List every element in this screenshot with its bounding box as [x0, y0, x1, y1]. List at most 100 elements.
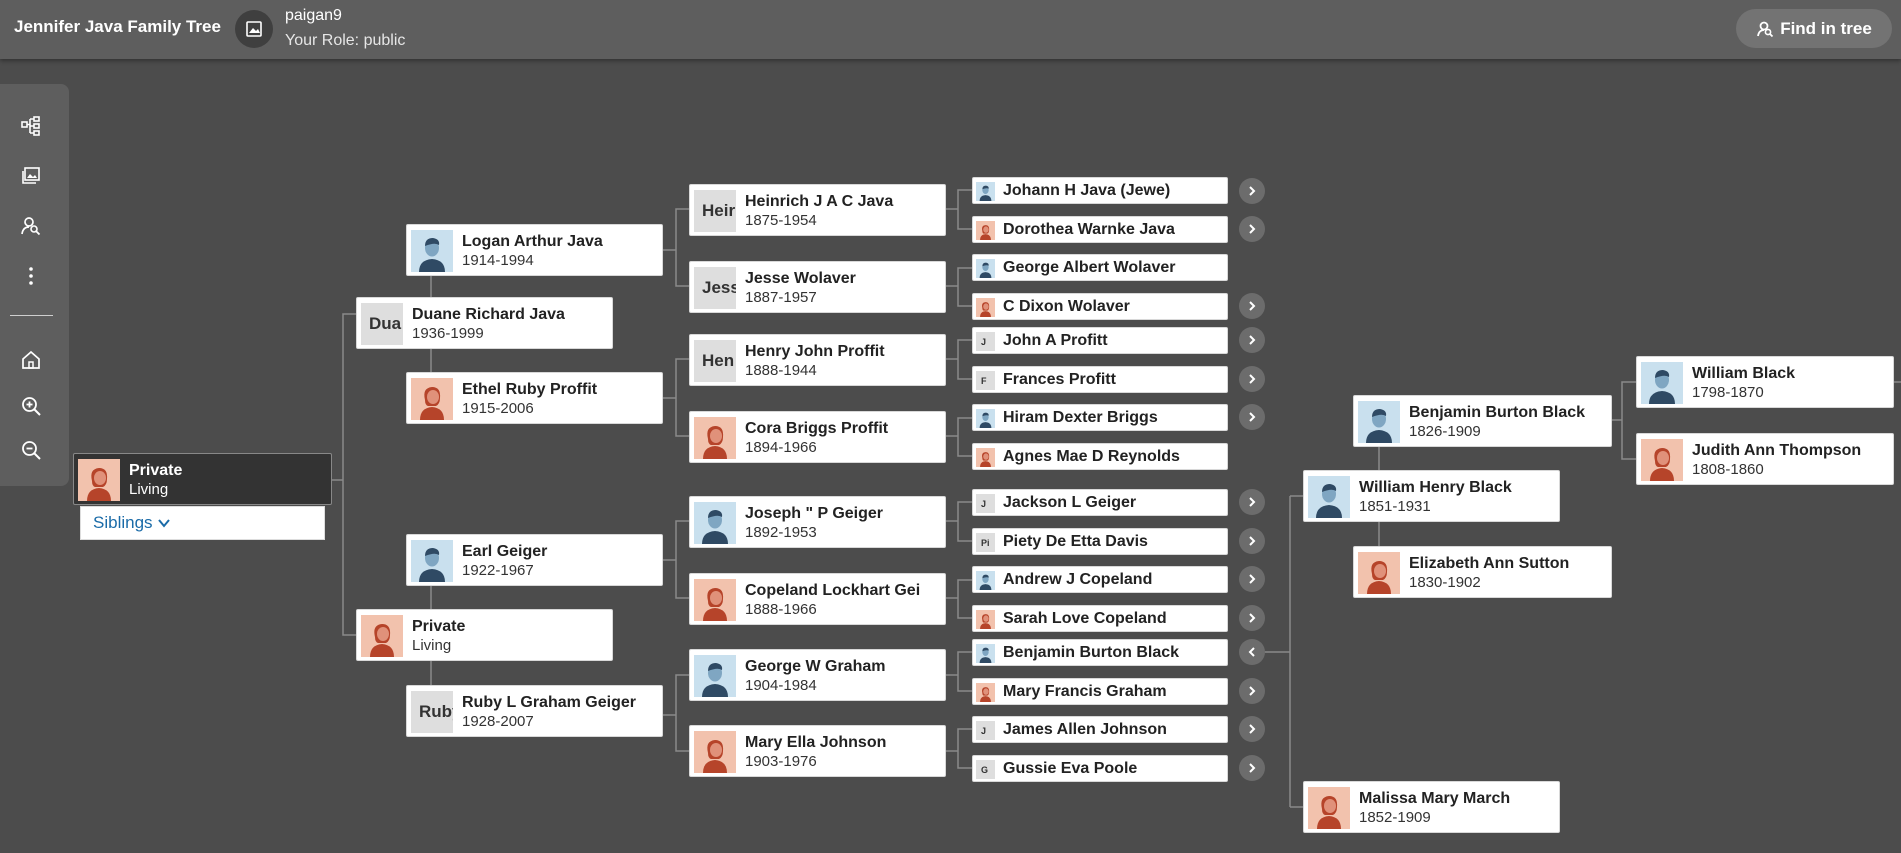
chevron-right-icon	[1249, 574, 1256, 584]
chevron-right-icon	[1249, 613, 1256, 623]
person-card-small[interactable]: Mary Francis Graham	[972, 678, 1228, 705]
person-card[interactable]: Judith Ann Thompson 1808-1860	[1636, 433, 1894, 485]
person-photo-placeholder: J	[976, 494, 995, 513]
person-card[interactable]: William Black 1798-1870	[1636, 356, 1894, 408]
owner-avatar[interactable]	[235, 10, 273, 48]
person-photo	[1358, 552, 1400, 594]
person-card-small[interactable]: J Jackson L Geiger	[972, 489, 1228, 516]
zoom-in-icon	[22, 397, 41, 416]
person-card[interactable]: Cora Briggs Proffit 1894-1966	[689, 411, 946, 463]
person-card[interactable]: William Henry Black 1851-1931	[1303, 470, 1560, 522]
person-photo	[976, 409, 995, 428]
person-name: William Henry Black	[1359, 479, 1512, 496]
owner-role: Your Role: public	[285, 32, 406, 49]
person-initials: Ruby	[419, 702, 453, 721]
person-card[interactable]: Malissa Mary March 1852-1909	[1303, 781, 1560, 833]
male-silhouette-icon	[411, 230, 453, 272]
expand-ancestors-button[interactable]	[1239, 755, 1265, 781]
person-card-small[interactable]: F Frances Profitt	[972, 366, 1228, 393]
person-card[interactable]: Elizabeth Ann Sutton 1830-1902	[1353, 546, 1612, 598]
person-card-small[interactable]: Pi Piety De Etta Davis	[972, 528, 1228, 555]
person-card-small[interactable]: C Dixon Wolaver	[972, 293, 1228, 320]
collapse-ancestors-button[interactable]	[1239, 639, 1265, 665]
person-card[interactable]: Copeland Lockhart Gei 1888-1966	[689, 573, 946, 625]
person-dates: 1936-1999	[412, 325, 484, 342]
person-card[interactable]: Logan Arthur Java 1914-1994	[406, 224, 663, 276]
person-card[interactable]: Ethel Ruby Proffit 1915-2006	[406, 372, 663, 424]
person-card-small[interactable]: Johann H Java (Jewe)	[972, 177, 1228, 204]
female-silhouette-icon	[976, 221, 995, 240]
person-dates: 1922-1967	[462, 562, 534, 579]
person-card[interactable]: Ruby Ruby L Graham Geiger 1928-2007	[406, 685, 663, 737]
chevron-right-icon	[1249, 536, 1256, 546]
person-dates: 1852-1909	[1359, 809, 1431, 826]
person-card[interactable]: Private Living	[356, 609, 613, 661]
siblings-dropdown[interactable]: Siblings	[80, 506, 325, 540]
person-card[interactable]: Dua Duane Richard Java 1936-1999	[356, 297, 613, 349]
person-card[interactable]: Hen Henry John Proffit 1888-1944	[689, 334, 946, 386]
person-name: Judith Ann Thompson	[1692, 442, 1862, 459]
person-card[interactable]: George W Graham 1904-1984	[689, 649, 946, 701]
person-card-small[interactable]: G Gussie Eva Poole	[972, 755, 1228, 782]
expand-ancestors-button[interactable]	[1239, 566, 1265, 592]
zoom-out-button[interactable]	[17, 436, 45, 464]
expand-ancestors-button[interactable]	[1239, 178, 1265, 204]
person-card-small[interactable]: Dorothea Warnke Java	[972, 216, 1228, 243]
expand-ancestors-button[interactable]	[1239, 366, 1265, 392]
person-dates: 1892-1953	[745, 524, 817, 541]
female-silhouette-icon	[1308, 787, 1350, 829]
person-card-small[interactable]: Benjamin Burton Black	[972, 639, 1228, 666]
root-person-card[interactable]: Private Living	[73, 453, 332, 505]
person-card[interactable]: Earl Geiger 1922-1967	[406, 534, 663, 586]
expand-ancestors-button[interactable]	[1239, 327, 1265, 353]
expand-ancestors-button[interactable]	[1239, 528, 1265, 554]
expand-ancestors-button[interactable]	[1239, 605, 1265, 631]
person-name: Benjamin Burton Black	[1003, 644, 1180, 661]
person-photo-placeholder: Heir	[694, 190, 736, 232]
person-name: Gussie Eva Poole	[1003, 760, 1138, 777]
person-card[interactable]: Mary Ella Johnson 1903-1976	[689, 725, 946, 777]
person-card[interactable]: Joseph " P Geiger 1892-1953	[689, 496, 946, 548]
expand-ancestors-button[interactable]	[1239, 716, 1265, 742]
zoom-in-button[interactable]	[17, 392, 45, 420]
person-photo-placeholder: F	[976, 371, 995, 390]
person-card-small[interactable]: Andrew J Copeland	[972, 566, 1228, 593]
person-card-small[interactable]: J John A Profitt	[972, 327, 1228, 354]
person-photo-placeholder: Hen	[694, 340, 736, 382]
owner-name[interactable]: paigan9	[285, 7, 342, 24]
person-card-small[interactable]: George Albert Wolaver	[972, 254, 1228, 281]
person-photo-placeholder: Ruby	[411, 691, 453, 733]
home-button[interactable]	[17, 346, 45, 374]
person-card-small[interactable]: Sarah Love Copeland	[972, 605, 1228, 632]
expand-ancestors-button[interactable]	[1239, 489, 1265, 515]
person-photo-placeholder: Jess	[694, 267, 736, 309]
person-card[interactable]: Heir Heinrich J A C Java 1875-1954	[689, 184, 946, 236]
person-name: Dorothea Warnke Java	[1003, 221, 1175, 238]
more-options-button[interactable]	[17, 262, 45, 290]
home-icon	[22, 350, 40, 369]
expand-ancestors-button[interactable]	[1239, 404, 1265, 430]
female-silhouette-icon	[694, 417, 736, 459]
person-dates: 1798-1870	[1692, 384, 1764, 401]
expand-ancestors-button[interactable]	[1239, 216, 1265, 242]
person-name: George W Graham	[745, 658, 886, 675]
tree-view-button[interactable]	[17, 112, 45, 140]
expand-ancestors-button[interactable]	[1239, 678, 1265, 704]
person-card[interactable]: Benjamin Burton Black 1826-1909	[1353, 395, 1612, 447]
chevron-right-icon	[1249, 301, 1256, 311]
person-name: Jesse Wolaver	[745, 270, 856, 287]
person-initials: G	[981, 765, 989, 775]
female-silhouette-icon	[361, 615, 403, 657]
person-card[interactable]: Jess Jesse Wolaver 1887-1957	[689, 261, 946, 313]
person-card-small[interactable]: Hiram Dexter Briggs	[972, 404, 1228, 431]
chevron-right-icon	[1249, 224, 1256, 234]
find-person-button[interactable]	[17, 212, 45, 240]
person-dates: 1894-1966	[745, 439, 817, 456]
person-name: Ruby L Graham Geiger	[462, 694, 636, 711]
person-card-small[interactable]: J James Allen Johnson	[972, 716, 1228, 743]
chevron-right-icon	[1249, 763, 1256, 773]
media-gallery-button[interactable]	[17, 162, 45, 190]
person-card-small[interactable]: Agnes Mae D Reynolds	[972, 443, 1228, 470]
find-in-tree-button[interactable]: Find in tree	[1736, 9, 1892, 48]
expand-ancestors-button[interactable]	[1239, 293, 1265, 319]
